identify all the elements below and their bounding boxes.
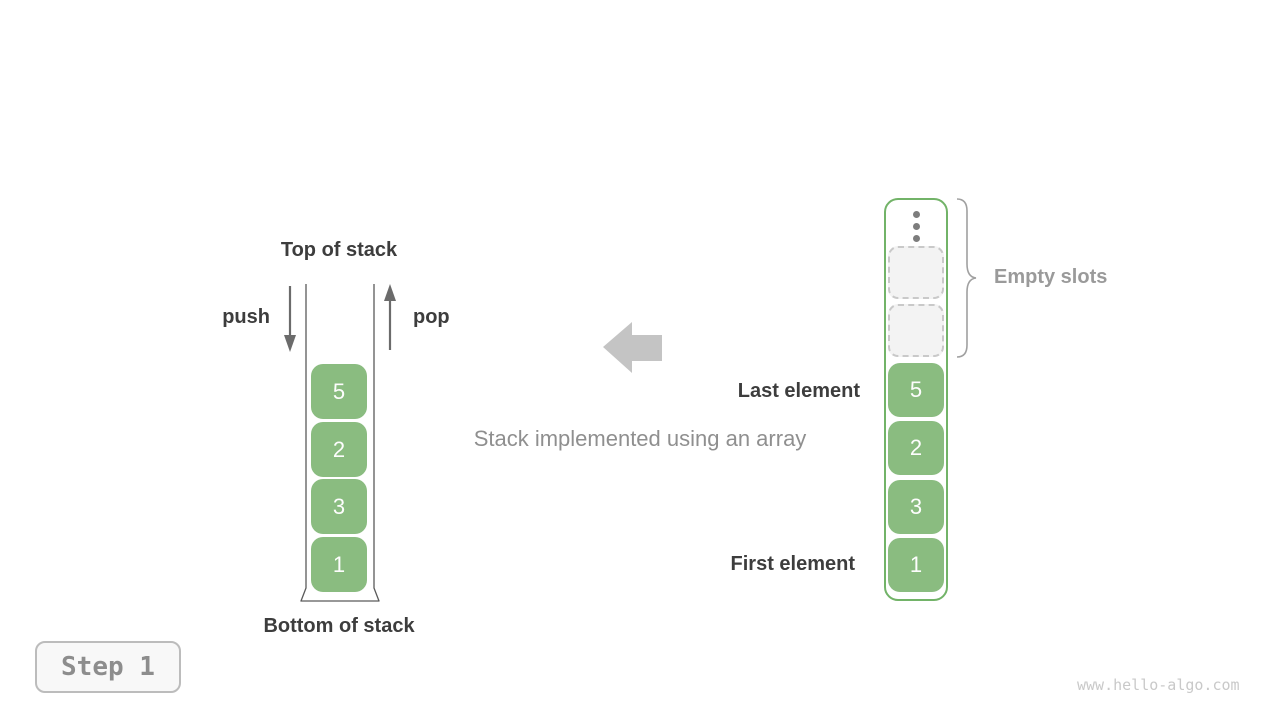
step-badge: Step 1	[35, 641, 181, 693]
caption-text: Stack implemented using an array	[473, 426, 807, 451]
first-element-label: First element	[730, 553, 855, 575]
ellipsis-dots-icon	[884, 211, 948, 242]
stack-cell: 5	[311, 364, 367, 419]
push-label: push	[222, 306, 270, 328]
big-left-arrow-icon	[603, 322, 662, 373]
array-cell: 1	[888, 538, 944, 592]
pop-label: pop	[413, 306, 450, 328]
array-cell: 2	[888, 421, 944, 475]
array-cell: 5	[888, 363, 944, 417]
stack-cell: 3	[311, 479, 367, 534]
stack-container-outline-icon	[300, 284, 380, 602]
dot-icon	[912, 235, 920, 242]
dot-icon	[912, 211, 920, 218]
push-arrow-down-icon	[284, 286, 296, 352]
bottom-of-stack-label: Bottom of stack	[263, 615, 415, 637]
last-element-label: Last element	[737, 380, 860, 402]
dot-icon	[912, 223, 920, 230]
curly-brace-icon	[956, 198, 977, 358]
stack-cell: 2	[311, 422, 367, 477]
empty-slot	[888, 246, 944, 299]
array-cell: 3	[888, 480, 944, 534]
top-of-stack-label: Top of stack	[280, 239, 398, 261]
stack-cell: 1	[311, 537, 367, 592]
watermark-text: www.hello-algo.com	[1077, 676, 1240, 694]
empty-slot	[888, 304, 944, 357]
pop-arrow-up-icon	[384, 284, 396, 350]
empty-slots-label: Empty slots	[994, 266, 1108, 288]
